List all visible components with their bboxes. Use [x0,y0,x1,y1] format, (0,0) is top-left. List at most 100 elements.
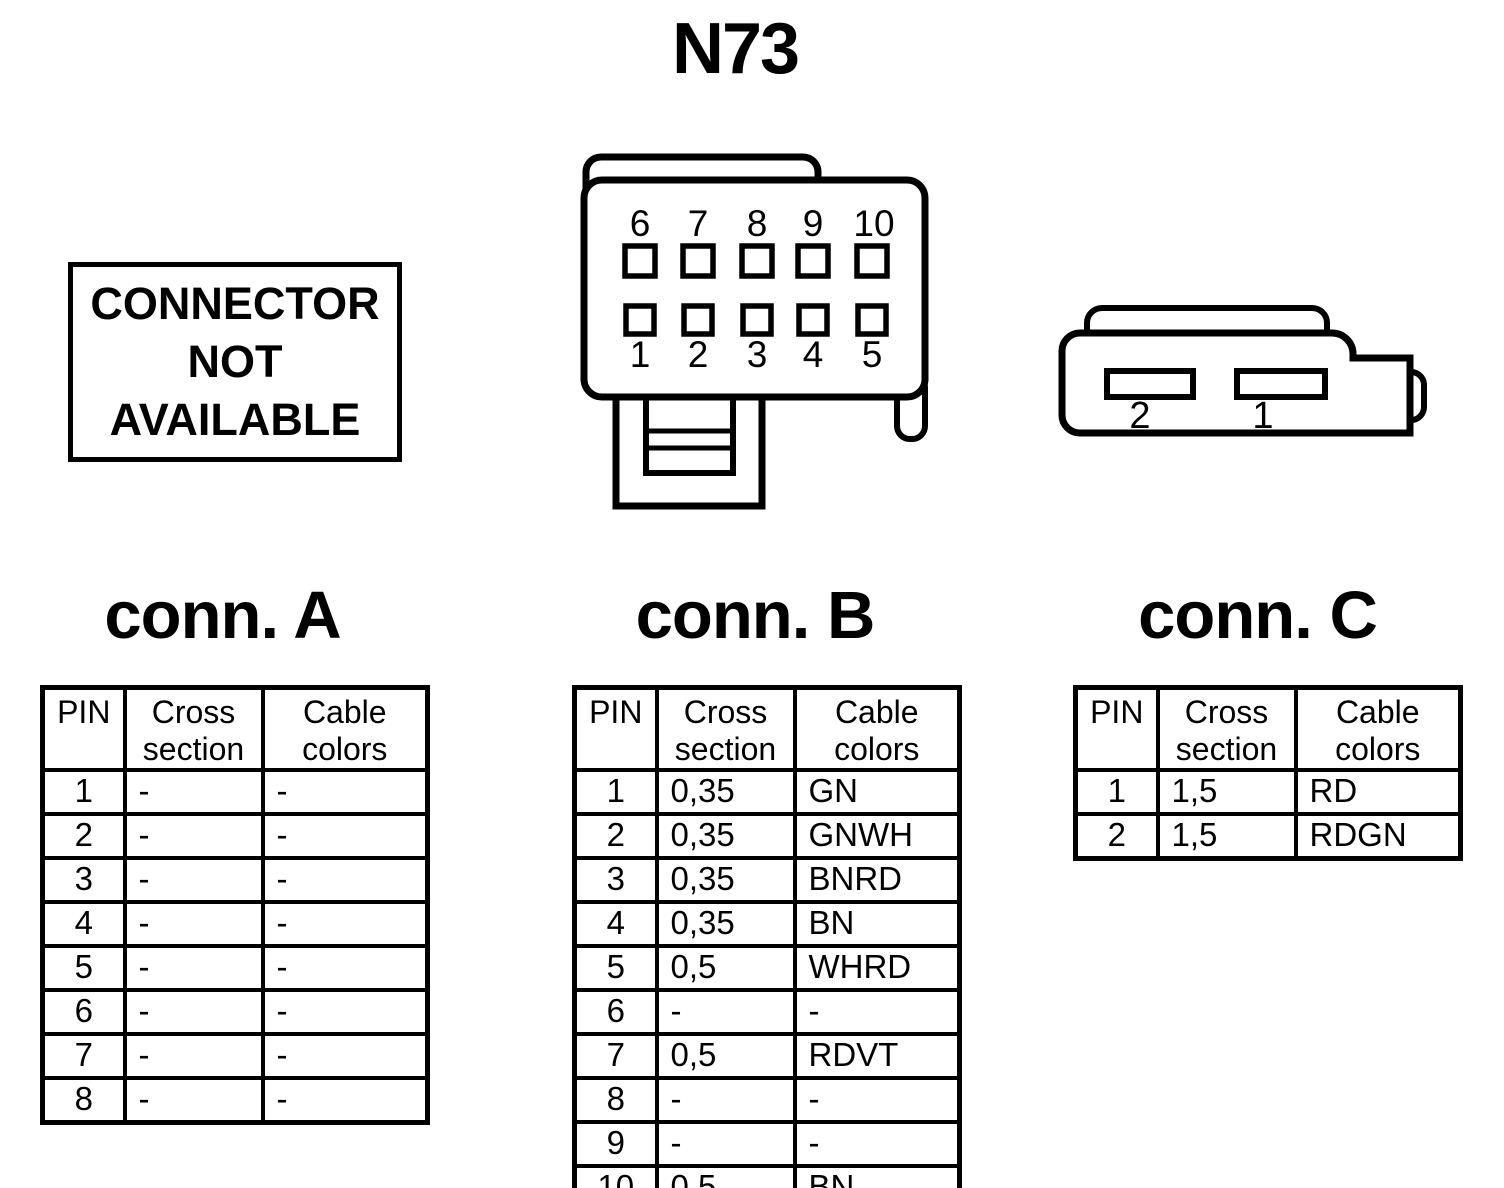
cross-section-cell: 0,35 [654,768,797,816]
pin-number-label: 9 [803,203,824,244]
pin-cell: 2 [40,812,127,860]
table-row: 6-- [40,988,430,1036]
na-box-line: AVAILABLE [109,394,361,445]
pin-cell: 4 [40,900,127,948]
pin-number-label: 1 [1252,395,1273,437]
connector-b-body [580,176,929,401]
pin-number-label: 8 [747,203,768,244]
table-row: 8-- [40,1076,430,1125]
column-header: Cross section [654,685,797,772]
cable-color-cell: - [260,1076,430,1125]
pin-number-label: 10 [853,203,894,244]
cable-color-cell: RD [1293,768,1463,816]
pin-slot-1 [1234,368,1328,400]
cross-section-cell: - [122,768,265,816]
pin-number-label: 6 [630,203,651,244]
cable-color-cell: - [260,768,430,816]
cross-section-cell: - [122,812,265,860]
pin-cell: 10 [572,1164,659,1188]
column-header: Cable colors [792,685,962,772]
pin-cell: 5 [40,944,127,992]
cross-section-cell: 0,35 [654,856,797,904]
column-header: PIN [1073,685,1160,772]
table-row: 8-- [572,1076,962,1124]
cable-color-cell: WHRD [792,944,962,992]
cable-color-cell: RDVT [792,1032,962,1080]
cross-section-cell: - [122,1032,265,1080]
pin-cavity-9 [795,243,831,279]
cable-color-cell: RDGN [1293,812,1463,861]
cable-color-cell: - [792,988,962,1036]
pin-cavity-6 [622,243,658,279]
pin-cell: 1 [40,768,127,816]
table-row: 2-- [40,812,430,860]
table-row: 9-- [572,1120,962,1168]
cross-section-cell: 1,5 [1155,768,1298,816]
cross-section-cell: - [654,1076,797,1124]
pin-number-label: 1 [630,334,651,375]
column-header: PIN [40,685,127,772]
connector-c-diagram: 2 1 [1058,305,1427,437]
cable-color-cell: - [260,944,430,992]
na-box-line: CONNECTOR [90,278,380,329]
cross-section-cell: - [654,1120,797,1168]
cross-section-cell: 1,5 [1155,812,1298,861]
pin-cavity-5 [855,303,889,337]
conn-b-heading: conn. B [635,578,876,653]
pin-cavity-8 [739,243,775,279]
cable-color-cell: - [260,1032,430,1080]
table-row: 4-- [40,900,430,948]
cable-color-cell: GN [792,768,962,816]
connector-not-available-box: CONNECTOR NOT AVAILABLE [68,262,402,462]
cross-section-cell: - [122,988,265,1036]
pin-number-label: 2 [688,334,709,375]
cross-section-cell: - [122,900,265,948]
na-box-line: NOT [187,336,283,387]
pin-number-label: 5 [862,334,883,375]
pin-cavity-1 [623,303,657,337]
pin-cell: 7 [40,1032,127,1080]
pin-cavity-4 [796,303,830,337]
pin-cell: 3 [40,856,127,904]
pin-cell: 4 [572,900,659,948]
conn-c-heading: conn. C [1138,578,1378,653]
column-header: Cross section [122,685,265,772]
cross-section-cell: 0,5 [654,1032,797,1080]
table-row: 6-- [572,988,962,1036]
pin-cavity-2 [681,303,715,337]
cable-color-cell: - [792,1120,962,1168]
connector-b-diagram: 6 7 8 9 10 1 2 3 4 5 [580,153,929,510]
cable-color-cell: BN [792,900,962,948]
cross-section-cell: - [122,856,265,904]
cross-section-cell: - [122,944,265,992]
column-header: Cross section [1155,685,1298,772]
table-row: 3-- [40,856,430,904]
pin-number-label: 2 [1129,395,1150,437]
table-row: 7-- [40,1032,430,1080]
cross-section-cell: - [122,1076,265,1125]
pin-cavity-10 [854,243,890,279]
pin-cell: 9 [572,1120,659,1168]
page-title: N73 [671,9,800,89]
cross-section-cell: 0,5 [654,944,797,992]
conn-a-heading: conn. A [104,578,341,653]
pin-number-label: 7 [688,203,709,244]
cable-color-cell: - [260,856,430,904]
column-header: PIN [572,685,659,772]
cable-color-cell: - [260,988,430,1036]
cable-color-cell: BNRD [792,856,962,904]
pin-cell: 7 [572,1032,659,1080]
pin-cell: 2 [1073,812,1160,861]
pin-cell: 1 [572,768,659,816]
